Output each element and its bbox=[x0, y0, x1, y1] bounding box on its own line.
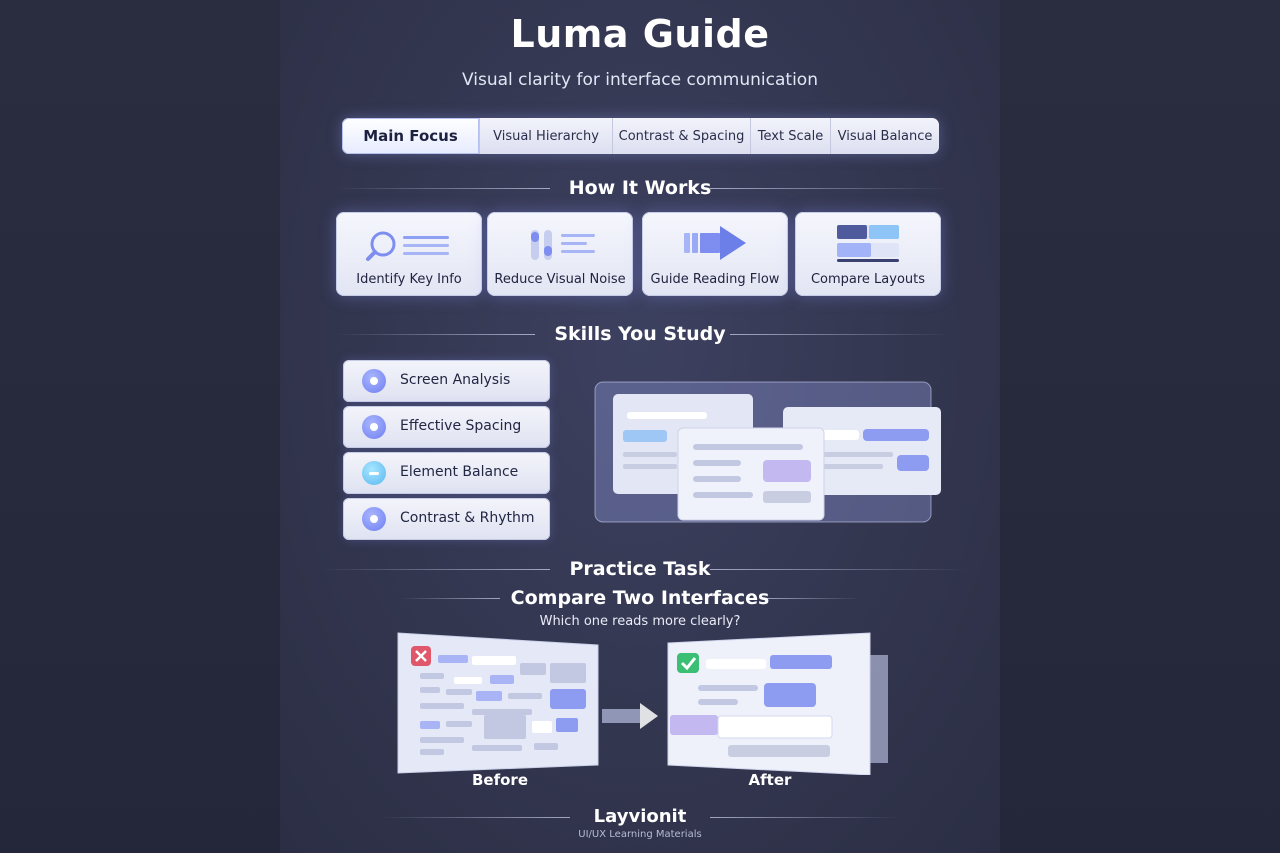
section-heading: Practice Task bbox=[569, 558, 711, 580]
compare-question: Which one reads more clearly? bbox=[539, 614, 741, 629]
section-heading: Skills You Study bbox=[554, 323, 726, 345]
skill-element-balance[interactable]: Element Balance bbox=[343, 452, 550, 494]
page-title: Luma Guide bbox=[510, 12, 770, 56]
backdrop-left bbox=[0, 0, 280, 853]
divider-line bbox=[400, 598, 500, 599]
step-identify-key-info[interactable]: Identify Key Info bbox=[336, 212, 482, 296]
footer-divider bbox=[280, 806, 1000, 830]
brand-tagline: UI/UX Learning Materials bbox=[578, 829, 702, 840]
tab-main-focus[interactable]: Main Focus bbox=[342, 118, 480, 154]
sliders-icon bbox=[531, 230, 595, 260]
skill-label: Element Balance bbox=[400, 464, 519, 480]
dot-icon bbox=[362, 369, 386, 393]
practice-heading: Practice Task bbox=[280, 558, 1000, 582]
divider-line bbox=[335, 334, 535, 335]
divider-line bbox=[320, 569, 550, 570]
how-it-works-heading: How It Works bbox=[280, 177, 1000, 201]
skill-label: Contrast & Rhythm bbox=[400, 510, 535, 526]
step-label: Reduce Visual Noise bbox=[494, 272, 626, 287]
divider-line bbox=[760, 598, 860, 599]
skill-effective-spacing[interactable]: Effective Spacing bbox=[343, 406, 550, 448]
before-after-illustration bbox=[397, 632, 888, 775]
tab-contrast-spacing[interactable]: Contrast & Spacing bbox=[613, 118, 751, 154]
backdrop-right bbox=[1000, 0, 1280, 853]
layout-compare-icon bbox=[837, 225, 899, 262]
step-guide-reading-flow[interactable]: Guide Reading Flow bbox=[642, 212, 788, 296]
divider-line bbox=[710, 817, 900, 818]
divider-line bbox=[730, 334, 950, 335]
tab-visual-balance[interactable]: Visual Balance bbox=[837, 128, 933, 144]
after-label: After bbox=[748, 771, 792, 789]
step-reduce-visual-noise[interactable]: Reduce Visual Noise bbox=[487, 212, 633, 296]
tab-bar: Main Focus Visual Hierarchy Contrast & S… bbox=[342, 118, 939, 154]
divider-line bbox=[710, 569, 970, 570]
divider-line bbox=[380, 817, 570, 818]
divider-line bbox=[335, 188, 550, 189]
sparkle-icon bbox=[362, 507, 386, 531]
before-label: Before bbox=[471, 771, 528, 789]
step-label: Identify Key Info bbox=[356, 272, 462, 287]
step-label: Guide Reading Flow bbox=[650, 272, 780, 287]
skills-heading: Skills You Study bbox=[280, 323, 1000, 347]
step-compare-layouts[interactable]: Compare Layouts bbox=[795, 212, 941, 296]
compare-title: Compare Two Interfaces bbox=[510, 587, 770, 609]
minus-icon bbox=[362, 461, 386, 485]
page-subtitle: Visual clarity for interface communicati… bbox=[462, 70, 818, 90]
skill-contrast-rhythm[interactable]: Contrast & Rhythm bbox=[343, 498, 550, 540]
divider-line bbox=[710, 188, 950, 189]
tab-visual-hierarchy[interactable]: Visual Hierarchy bbox=[480, 118, 613, 154]
section-heading: How It Works bbox=[568, 177, 712, 199]
compare-title-row bbox=[280, 587, 1000, 611]
brand-name: Layvionit bbox=[593, 806, 687, 827]
check-icon bbox=[677, 653, 699, 673]
tab-text-scale[interactable]: Text Scale bbox=[751, 118, 831, 154]
arrow-icon bbox=[684, 226, 746, 260]
skill-label: Screen Analysis bbox=[400, 372, 511, 388]
step-label: Compare Layouts bbox=[810, 272, 926, 287]
guide-poster: Luma Guide Visual clarity for interface … bbox=[280, 0, 1000, 853]
magnifier-icon bbox=[366, 231, 449, 261]
layout-illustration bbox=[594, 381, 941, 523]
skill-label: Effective Spacing bbox=[400, 418, 522, 434]
dot-icon bbox=[362, 415, 386, 439]
skill-screen-analysis[interactable]: Screen Analysis bbox=[343, 360, 550, 402]
